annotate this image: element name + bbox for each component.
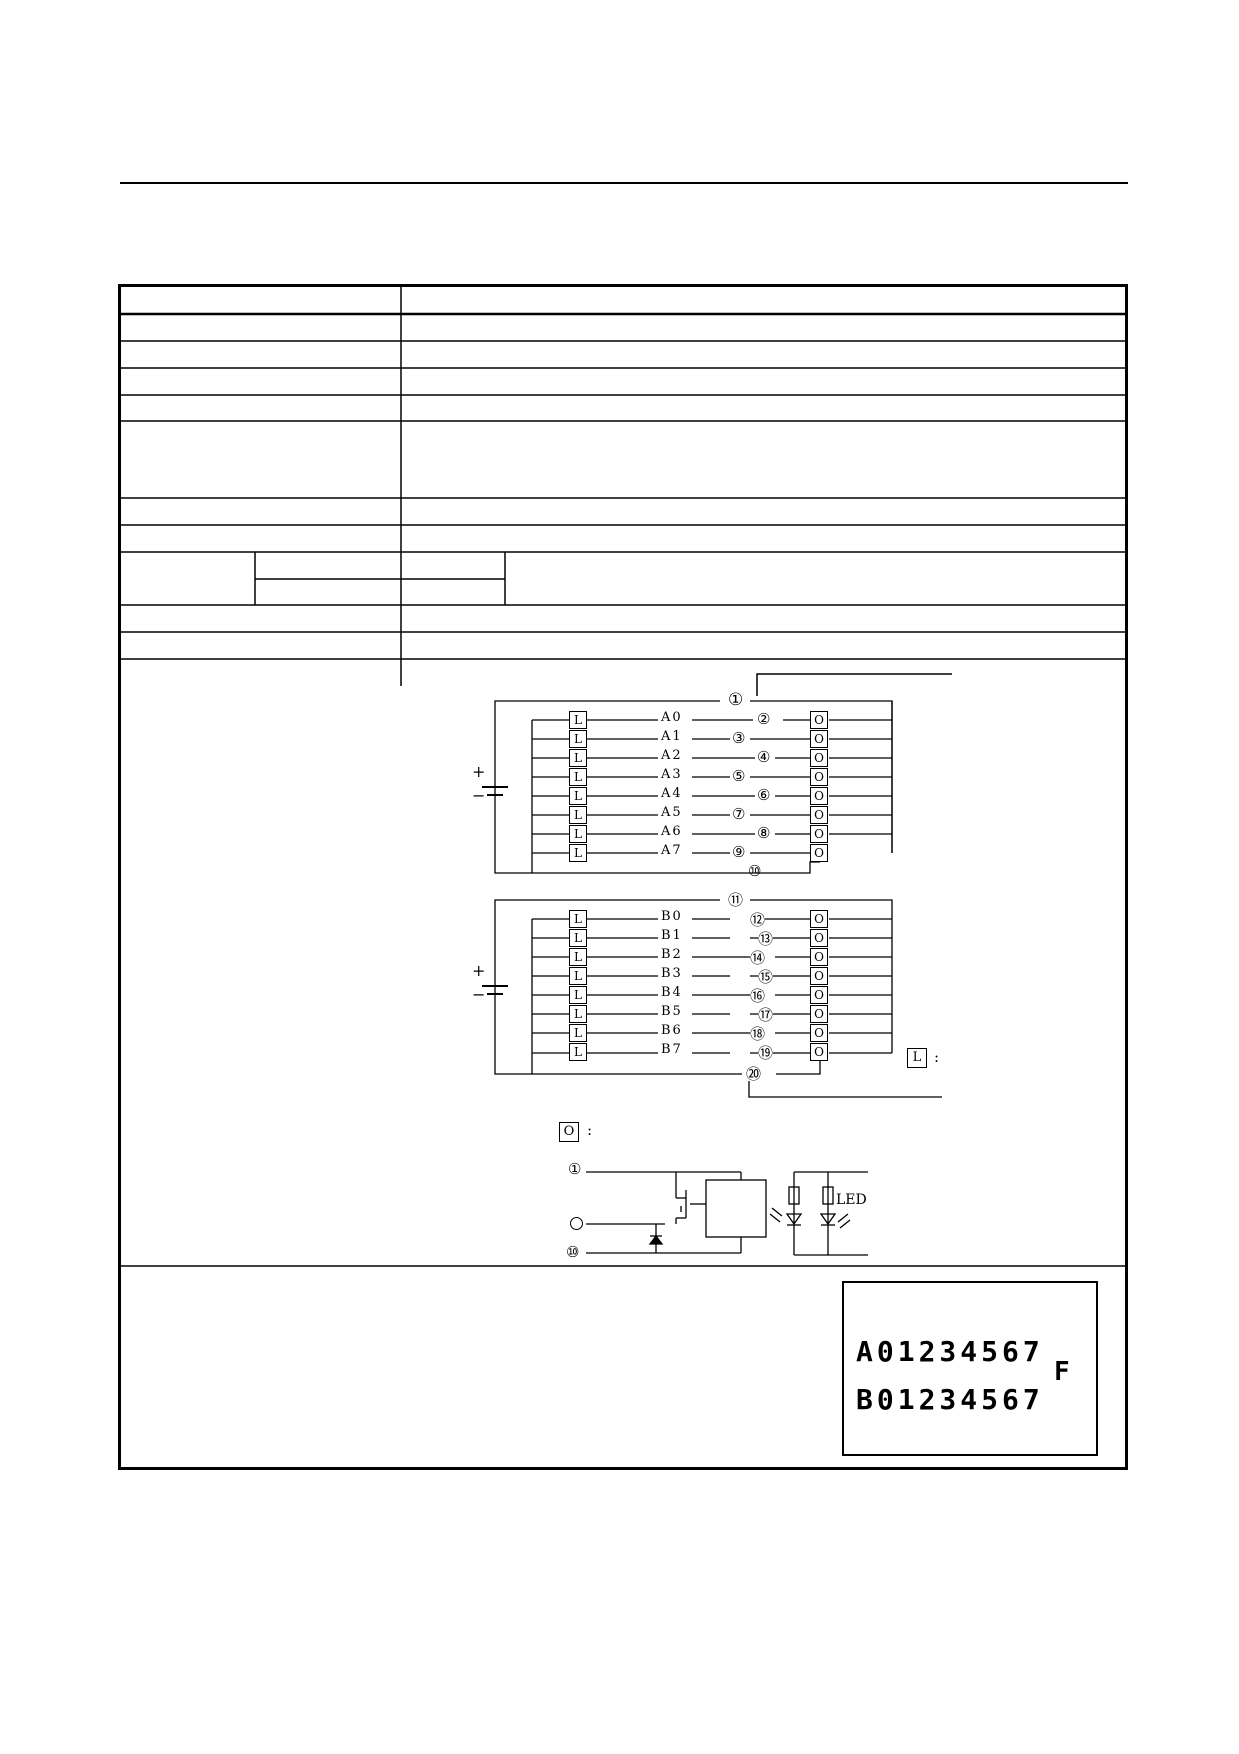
signal-label: A4 [661, 786, 683, 801]
signal-label: A7 [661, 843, 683, 858]
signal-label: B6 [661, 1023, 683, 1038]
battery-minus-a: − [472, 786, 486, 805]
pin-number: ⑭ [750, 947, 766, 968]
load-box: L [569, 967, 587, 985]
pin-common-bottom-a: ⑩ [748, 862, 762, 880]
load-box: L [569, 825, 587, 843]
signal-label: B3 [661, 966, 683, 981]
signal-label: B4 [661, 985, 683, 1000]
signal-label: A3 [661, 767, 683, 782]
load-box: L [569, 711, 587, 729]
load-box: L [569, 730, 587, 748]
output-box: O [810, 986, 828, 1004]
battery-plus-a: + [472, 762, 486, 781]
output-box: O [810, 948, 828, 966]
output-box: O [810, 825, 828, 843]
signal-label: A5 [661, 805, 683, 820]
output-box: O [810, 1005, 828, 1023]
output-box: O [810, 806, 828, 824]
led-row-b: B01234567 [856, 1383, 1044, 1416]
pin-number: ⑫ [750, 909, 766, 930]
spec-table-frame [118, 284, 1128, 1470]
output-box: O [810, 844, 828, 862]
output-box: O [810, 910, 828, 928]
load-legend-box: L [907, 1048, 927, 1068]
load-legend-colon: : [934, 1048, 940, 1066]
led-f-label: F [1054, 1357, 1070, 1387]
load-box: L [569, 1043, 587, 1061]
pin-number: ⑥ [757, 786, 771, 804]
signal-label: A6 [661, 824, 683, 839]
output-box: O [810, 730, 828, 748]
battery-plus-b: + [472, 961, 486, 980]
led-display-panel: A01234567 F B01234567 [842, 1281, 1098, 1456]
output-box: O [810, 749, 828, 767]
signal-label: A0 [661, 710, 683, 725]
load-box: L [569, 948, 587, 966]
signal-label: B2 [661, 947, 683, 962]
output-box: O [810, 929, 828, 947]
output-box: O [810, 768, 828, 786]
pin-number: ⑧ [757, 824, 771, 842]
pin-number: ⑯ [750, 985, 766, 1006]
output-box: O [810, 967, 828, 985]
battery-minus-b: − [472, 985, 486, 1004]
output-legend-colon: : [587, 1121, 593, 1139]
pin-common-bottom-b: ⑳ [746, 1065, 762, 1083]
output-detail-circuit [586, 1171, 868, 1256]
output-box: O [810, 1043, 828, 1061]
signal-label: A2 [661, 748, 683, 763]
load-box: L [569, 1024, 587, 1042]
load-box: L [569, 986, 587, 1004]
pin-number: ⑤ [732, 767, 746, 785]
detail-pin-bottom: ⑩ [566, 1243, 580, 1261]
output-box: O [810, 711, 828, 729]
led-row-a: A01234567 [856, 1335, 1044, 1368]
pin-common-top-a: ① [728, 690, 744, 710]
pin-number: ⑰ [758, 1004, 774, 1025]
load-box: L [569, 787, 587, 805]
load-box: L [569, 1005, 587, 1023]
leader-line-top [756, 673, 952, 696]
pin-number: ⑨ [732, 843, 746, 861]
detail-input-terminal [570, 1217, 583, 1230]
page-top-rule [120, 182, 1128, 184]
detail-pin-top: ① [568, 1160, 582, 1178]
pin-number: ⑱ [750, 1023, 766, 1044]
pin-number: ④ [757, 748, 771, 766]
group-b-rows [532, 918, 892, 1054]
pin-number: ⑲ [758, 1042, 774, 1063]
pin-number: ③ [732, 729, 746, 747]
output-box: O [810, 1024, 828, 1042]
pin-number: ⑬ [758, 928, 774, 949]
signal-label: B7 [661, 1042, 683, 1057]
group-a-rows [532, 719, 892, 854]
led-label: LED [836, 1192, 867, 1208]
load-box: L [569, 806, 587, 824]
group-b-circuit [482, 899, 942, 1098]
signal-label: B1 [661, 928, 683, 943]
load-box: L [569, 749, 587, 767]
load-box: L [569, 910, 587, 928]
load-box: L [569, 929, 587, 947]
signal-label: B0 [661, 909, 683, 924]
signal-label: B5 [661, 1004, 683, 1019]
table-row [532, 719, 892, 854]
load-box: L [569, 768, 587, 786]
output-box: O [810, 787, 828, 805]
load-box: L [569, 844, 587, 862]
output-legend-box: O [559, 1122, 579, 1142]
pin-number: ② [757, 710, 771, 728]
pin-number: ⑦ [732, 805, 746, 823]
pin-number: ⑮ [758, 966, 774, 987]
pin-common-top-b: ⑪ [728, 891, 744, 909]
signal-label: A1 [661, 729, 683, 744]
